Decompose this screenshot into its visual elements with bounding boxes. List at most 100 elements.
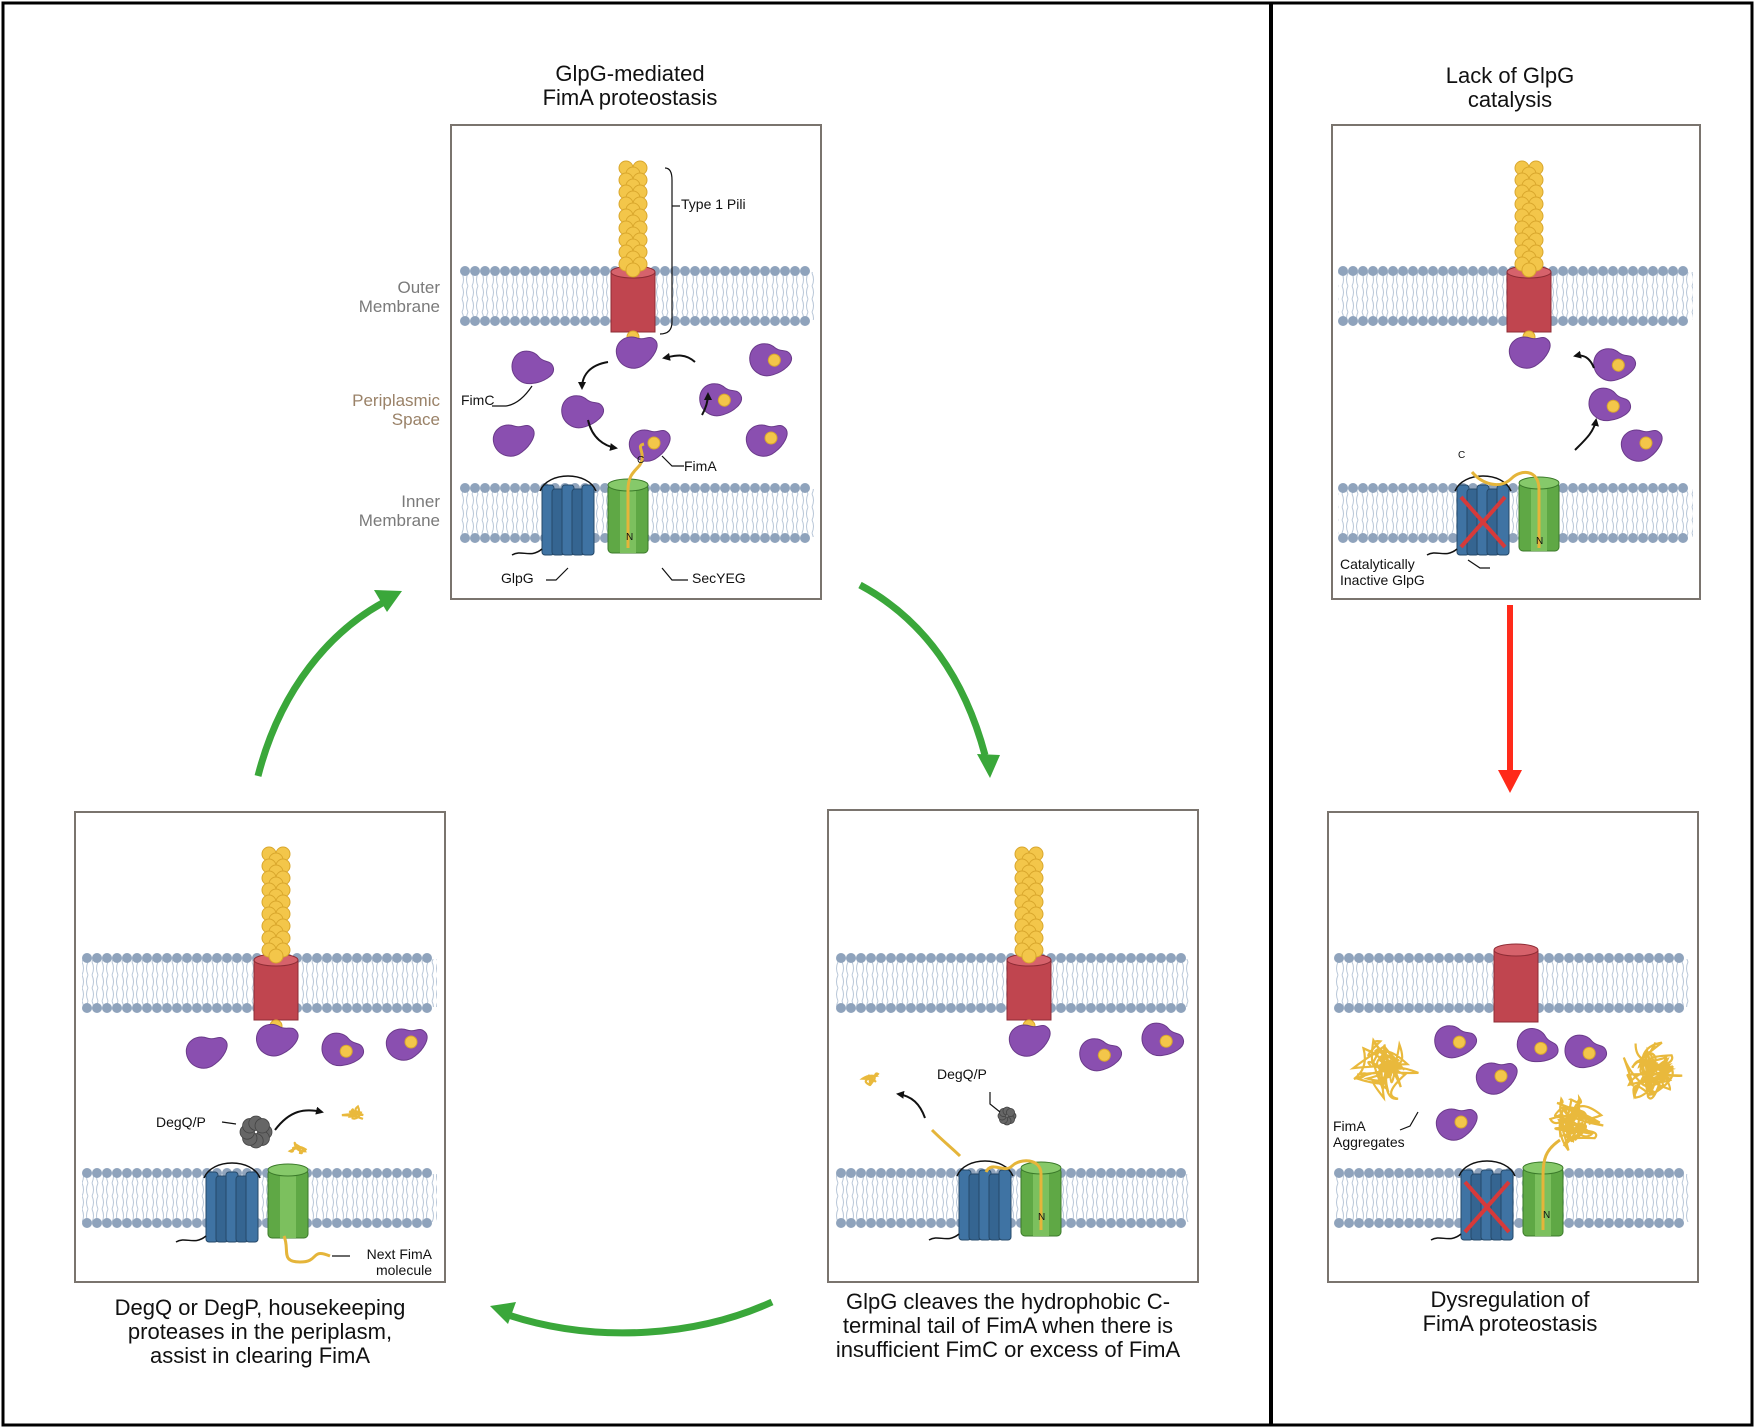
degqp-protease-icon [239,1115,273,1149]
lipid-head [322,1168,332,1178]
lipid-head [412,1003,422,1013]
lipid-head [1488,266,1498,276]
lipid-head [1086,953,1096,963]
lipid-head [800,533,810,543]
lipid-head [926,953,936,963]
lipid-tails [82,1174,437,1222]
bl-caption-line2: proteases in the periplasm, [127,1319,393,1344]
lipid-head [1156,953,1166,963]
lipid-head [780,483,790,493]
lipid-head [1166,953,1176,963]
lipid-head [82,953,92,963]
lipid-head [1176,1218,1186,1228]
lipid-head [976,953,986,963]
lipid-head [1404,1218,1414,1228]
lipid-head [886,1003,896,1013]
lipid-head [1668,266,1678,276]
lipid-head [1554,953,1564,963]
leader-line [221,1121,237,1125]
lipid-head [1648,483,1658,493]
glpg-helix [998,1169,1012,1241]
fima-chain [984,1159,1043,1230]
lipid-head [1594,953,1604,963]
lipid-head [1564,953,1574,963]
glpg-tail [928,1233,960,1241]
periplasm-line2: Space [391,410,440,429]
lipid-head [946,1218,956,1228]
fimc-chaperone-icon [1141,1022,1184,1057]
lipid-head [1444,1168,1454,1178]
lipid-head [102,1003,112,1013]
label-outer-membrane: Outer Membrane [330,278,440,316]
lipid-head [1344,1218,1354,1228]
lipid-head [1588,483,1598,493]
lipid-head [142,1003,152,1013]
lipid-head [750,483,760,493]
fima-chain [1470,470,1541,548]
lipid-head [740,533,750,543]
lipid-head [770,266,780,276]
lipid-head [1116,1218,1126,1228]
arrow-left-to-top [254,596,390,777]
lipid-head [1454,1003,1464,1013]
lipid-head [1478,266,1488,276]
lipid-head [1644,953,1654,963]
label-degqp-left: DegQ/P [156,1114,206,1130]
lipid-head [780,533,790,543]
lipid-head [202,953,212,963]
right-title-line2: catalysis [1467,87,1553,112]
lipid-head [1578,533,1588,543]
lipid-head [322,1003,332,1013]
lipid-head [510,266,520,276]
lipid-head [1418,533,1428,543]
lipid-head [1448,316,1458,326]
lipid-head [660,483,670,493]
lipid-head [1574,953,1584,963]
lipid-head [412,1168,422,1178]
lipid-head [1604,1218,1614,1228]
lipid-head [1464,953,1474,963]
lipid-head [362,953,372,963]
lipid-head [1358,533,1368,543]
lipid-head [1668,316,1678,326]
lipid-head [1066,1218,1076,1228]
lipid-head [670,533,680,543]
lipid-head [192,1003,202,1013]
process-arrow [896,1090,926,1119]
lipid-head [322,953,332,963]
lipid-head [1638,533,1648,543]
label-fima: FimA [684,458,717,474]
lipid-head [1126,1003,1136,1013]
lipid-head [122,1168,132,1178]
lipid-head [1398,483,1408,493]
lipid-head [846,1003,856,1013]
lipid-head [332,953,342,963]
lipid-head [1598,316,1608,326]
fimc-chaperone-icon [1475,1062,1518,1095]
lipid-head [1358,316,1368,326]
process-arrow [1573,350,1595,369]
lipid-head [1638,483,1648,493]
lipid-head [1674,953,1684,963]
fima-aggregate [341,1104,364,1120]
lipid-head [1348,533,1358,543]
lipid-head [1176,953,1186,963]
glpg-tail [1430,1233,1462,1241]
lipid-head [92,1168,102,1178]
lipid-head [1568,533,1578,543]
lipid-head [1368,266,1378,276]
lipid-head [650,483,660,493]
lipid-head [946,1168,956,1178]
lipid-head [490,483,500,493]
label-fima-aggregates: FimA Aggregates [1333,1118,1405,1150]
lipid-head [1126,1218,1136,1228]
lipid-head [720,266,730,276]
lipid-head [1618,483,1628,493]
fima-aggregate [1548,1093,1604,1152]
lipid-head [332,1168,342,1178]
lipid-head [480,316,490,326]
lipid-head [510,533,520,543]
lipid-head [1384,1168,1394,1178]
lipid-head [790,266,800,276]
lipid-head [1644,1003,1654,1013]
